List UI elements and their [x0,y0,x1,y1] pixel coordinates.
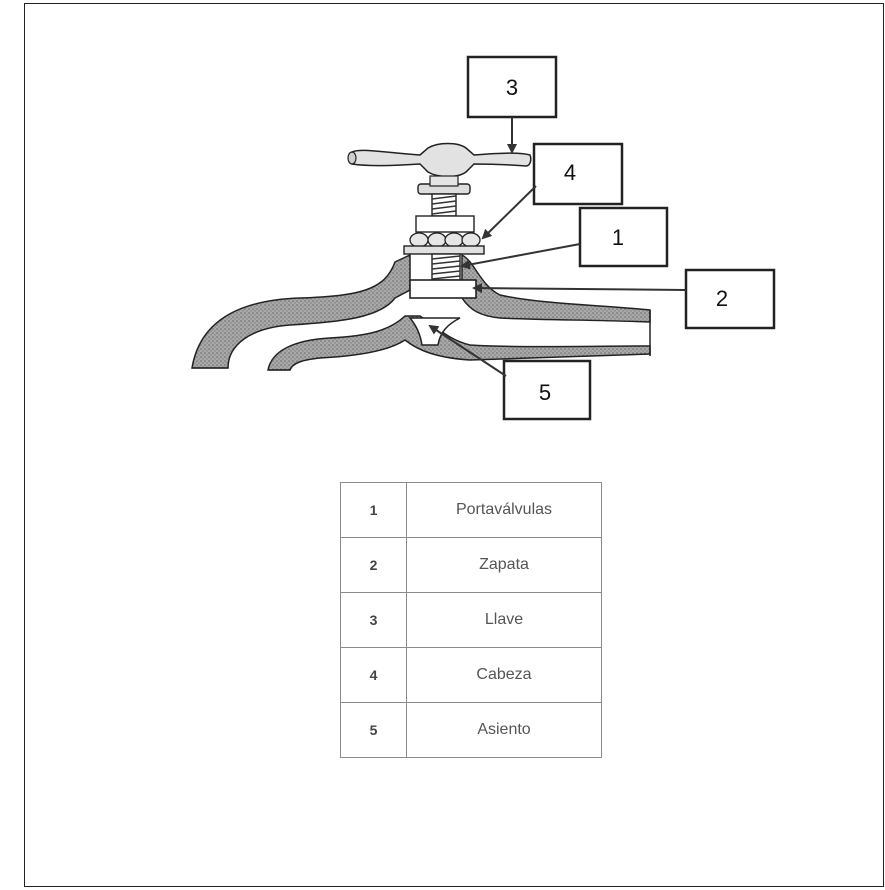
legend-part-name: Zapata [406,537,602,593]
table-row: 3 Llave [340,592,602,648]
arrow-4 [481,185,537,240]
table-row: 4 Cabeza [340,647,602,703]
legend-number: 5 [340,702,407,758]
legend-part-name: Portaválvulas [406,482,602,538]
faucet-body [191,253,651,371]
legend-part-name: Cabeza [406,647,602,703]
table-row: 1 Portaválvulas [340,482,602,538]
legend-part-name: Llave [406,592,602,648]
legend-number: 1 [340,482,407,538]
callout-label-5: 5 [539,380,551,405]
callout-label-1: 1 [612,225,624,250]
callout-box-4: 4 [532,142,624,206]
arrow-1 [460,243,581,270]
valve-assembly [347,142,532,299]
callout-box-3: 3 [466,55,558,119]
legend-number: 2 [340,537,407,593]
callout-box-1: 1 [578,206,669,268]
legend-part-name: Asiento [406,702,602,758]
table-row: 2 Zapata [340,537,602,593]
callout-label-2: 2 [716,286,728,311]
legend-number: 4 [340,647,407,703]
callout-box-5: 5 [502,359,592,421]
arrow-2 [472,283,687,294]
parts-legend-table: 1 Portaválvulas 2 Zapata 3 Llave 4 Cabez… [340,482,602,758]
table-row: 5 Asiento [340,702,602,758]
callout-label-3: 3 [506,75,518,100]
arrow-5 [428,324,507,377]
callout-label-4: 4 [564,160,576,185]
legend-number: 3 [340,592,407,648]
callout-box-2: 2 [684,268,776,330]
